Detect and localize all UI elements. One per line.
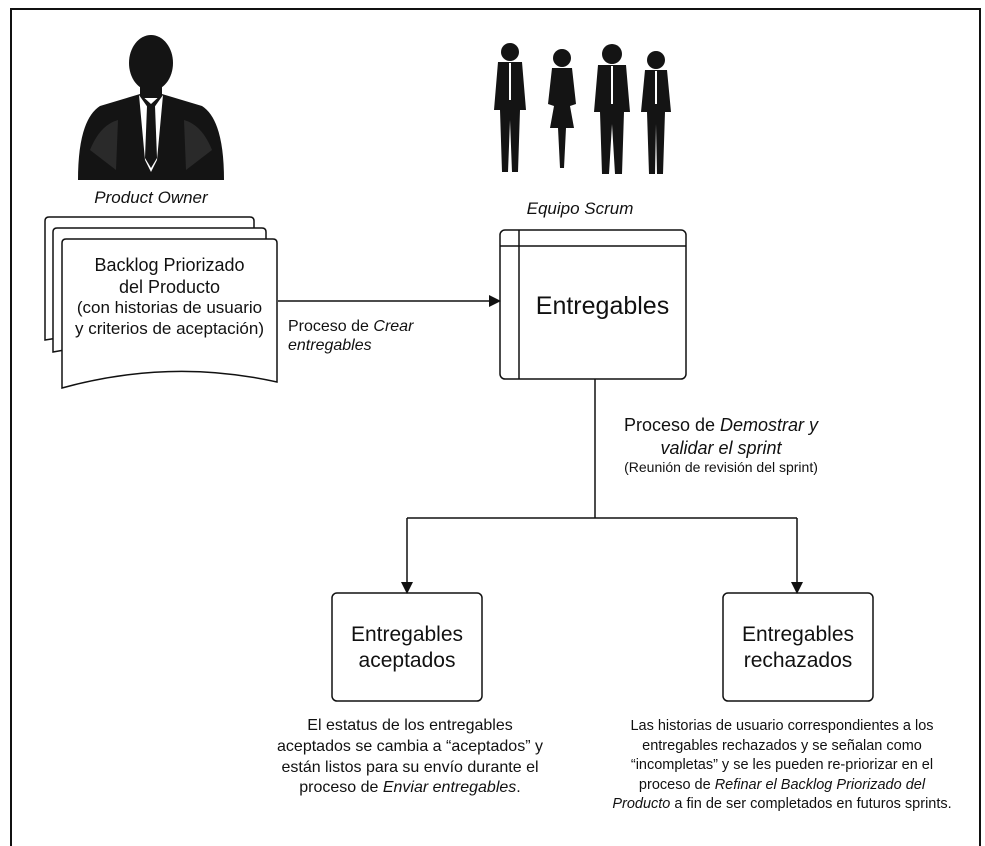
rejected-desc-line5-suffix: a fin de ser completados en futuros spri…: [670, 796, 952, 813]
rejected-desc-line2: entregables rechazados y se señalan como: [642, 737, 922, 754]
rejected-desc-line4-prefix: proceso de: [638, 776, 715, 793]
accepted-line1: Entregables: [350, 623, 464, 646]
rejected-desc-line3: “incompletas” y se les pueden re-prioriz…: [630, 757, 934, 774]
create-process-italic1: Crear: [373, 318, 414, 335]
accepted-desc-line2: aceptados se cambia a “aceptados” y: [277, 737, 543, 755]
backlog-text: Backlog Priorizado del Producto (con his…: [62, 255, 277, 339]
demo-process-line1: Proceso de Demostrar y: [596, 414, 846, 437]
accepted-desc-line4-prefix: proceso de: [299, 779, 383, 797]
rejected-label: Entregables rechazados: [723, 622, 873, 675]
scrum-team-icon: [494, 43, 671, 174]
product-owner-label: Product Owner: [94, 188, 208, 207]
backlog-detail-line1: (con historias de usuario: [76, 298, 263, 318]
accepted-desc-line3: están listos para su envío durante el: [281, 758, 539, 776]
demo-process-prefix: Proceso de: [623, 415, 721, 435]
rejected-description: Las historias de usuario correspondiente…: [592, 717, 972, 815]
rejected-desc-line4: proceso de Refinar el Backlog Priorizado…: [592, 776, 972, 796]
diagram-frame: [10, 8, 981, 846]
scrum-team-label: Equipo Scrum: [526, 199, 634, 218]
demo-process-label: Proceso de Demostrar y validar el sprint…: [596, 414, 846, 477]
accepted-desc-line4: proceso de Enviar entregables.: [270, 778, 550, 799]
demo-process-italic2: validar el sprint: [660, 437, 782, 458]
accepted-description: El estatus de los entregables aceptados …: [270, 716, 550, 799]
backlog-title-line2: del Producto: [118, 276, 221, 297]
backlog-title-line1: Backlog Priorizado: [94, 255, 245, 275]
create-process-italic2: entregables: [288, 336, 372, 354]
rejected-desc-line1: Las historias de usuario correspondiente…: [630, 718, 934, 734]
rejected-desc-line4-italic: Refinar el Backlog Priorizado del: [714, 776, 926, 793]
backlog-document-stack: [44, 216, 278, 389]
accepted-desc-line4-suffix: .: [516, 779, 521, 797]
deliverables-label: Entregables: [535, 292, 670, 320]
backlog-detail-line2: y criterios de aceptación): [75, 318, 264, 338]
create-process-label: Proceso de Crear entregables: [288, 318, 468, 356]
demo-process-italic1: Demostrar y: [720, 415, 819, 435]
accepted-line2: aceptados: [358, 649, 456, 673]
rejected-line1: Entregables: [741, 623, 855, 646]
accepted-label: Entregables aceptados: [332, 622, 482, 675]
product-owner-icon: [78, 35, 224, 180]
demo-process-meeting: (Reunión de revisión del sprint): [624, 459, 818, 475]
deliverables-box: [499, 229, 687, 380]
connectors: [278, 295, 803, 594]
create-process-prefix: Proceso de: [288, 318, 374, 335]
accepted-desc-line4-italic: Enviar entregables: [382, 779, 517, 797]
rejected-desc-line5-italic: Producto: [612, 796, 671, 813]
rejected-desc-line5: Producto a fin de ser completados en fut…: [592, 795, 972, 815]
accepted-desc-line1: El estatus de los entregables: [307, 717, 513, 734]
rejected-line2: rechazados: [743, 649, 853, 673]
